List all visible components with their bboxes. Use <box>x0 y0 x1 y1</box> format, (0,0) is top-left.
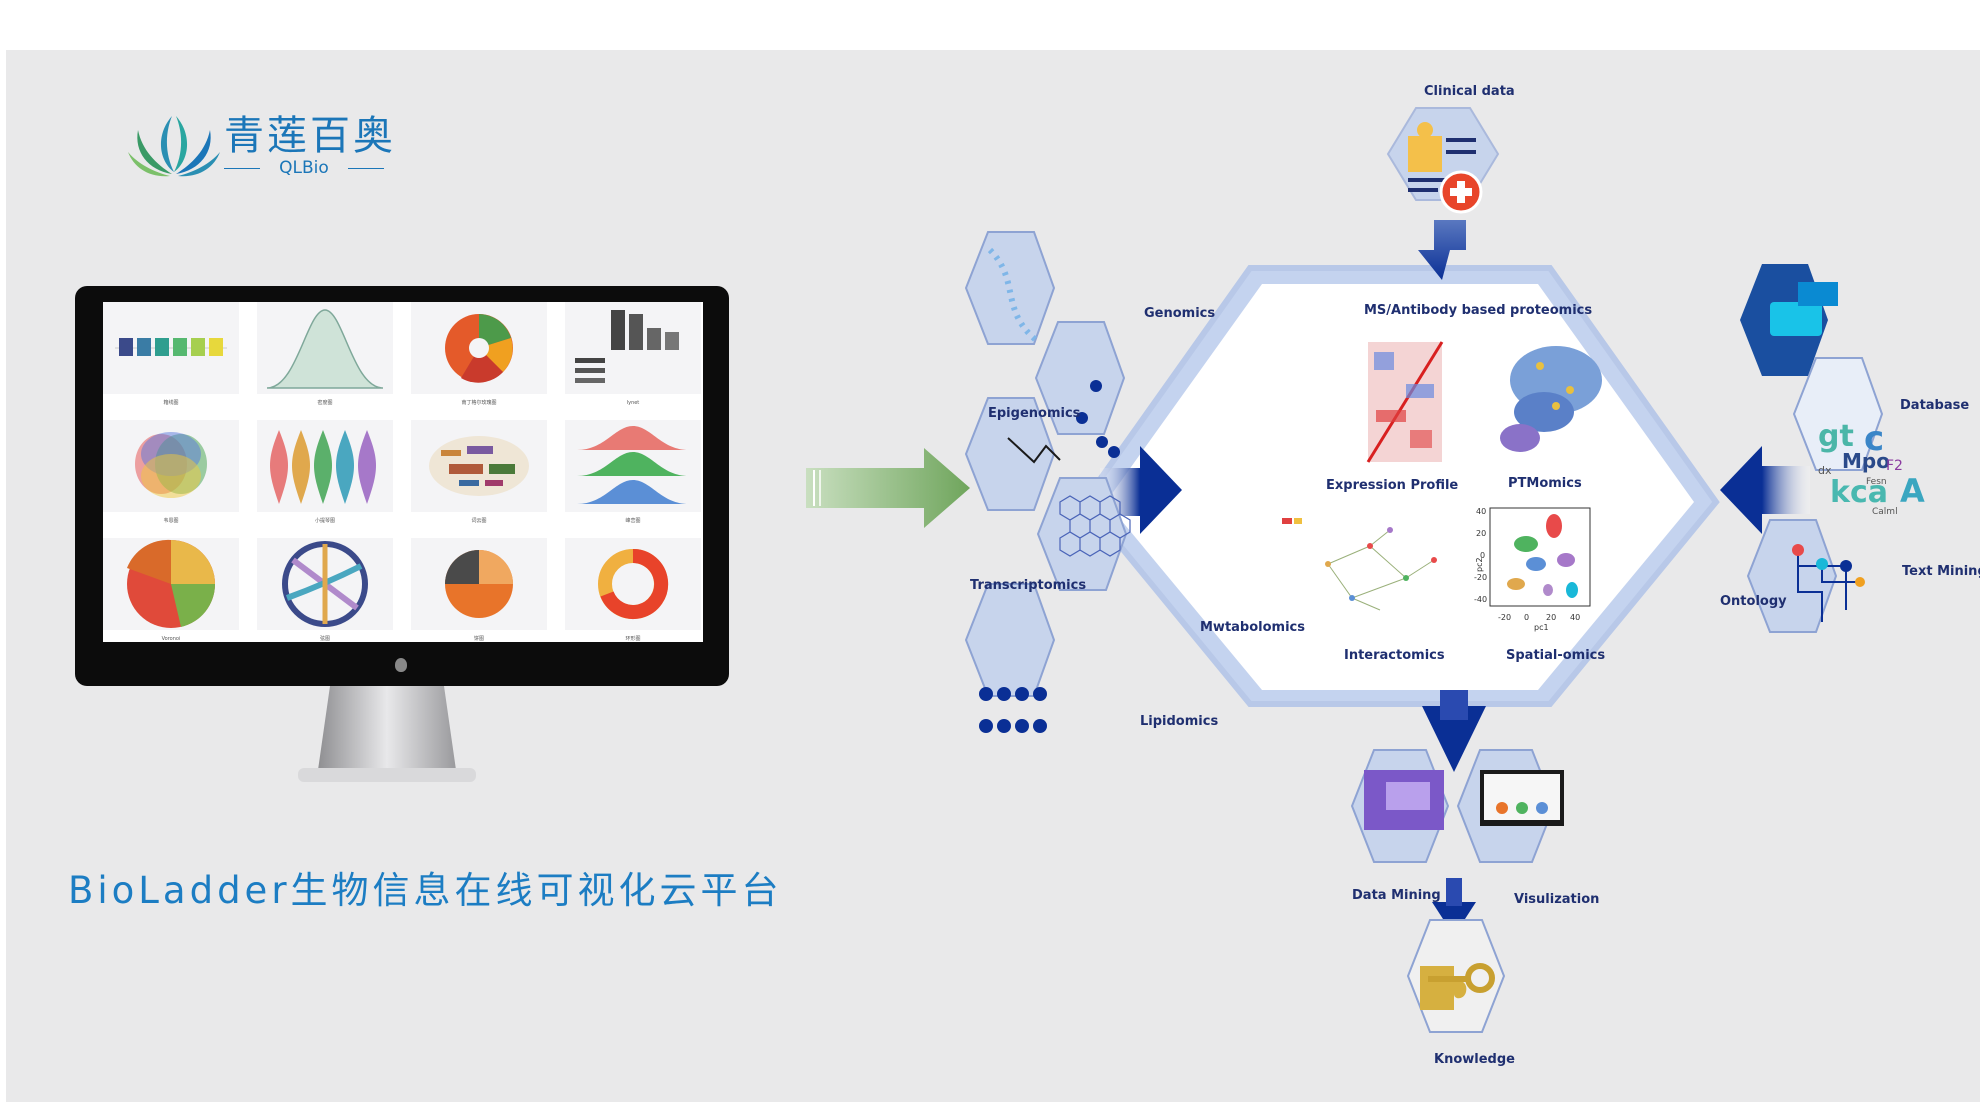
protein-structure-icon <box>1500 346 1602 452</box>
spatial-scatter-plot: -20 0 20 40 pc1 40 20 0 -20 -40 pc2 <box>1474 507 1591 632</box>
brand-name-cn: 青莲百奥 <box>224 113 396 159</box>
bar-chart-thumbnail <box>565 302 701 394</box>
server-icon <box>1770 302 1822 336</box>
page-headline: BioLadder生物信息在线可视化云平台 <box>68 869 783 912</box>
scatter-x-tick: 20 <box>1546 613 1556 622</box>
apple-icon <box>395 658 407 672</box>
thumbnail-caption: 南丁格尔玫瑰图 <box>461 400 497 406</box>
ridgeline-thumbnail <box>565 420 701 512</box>
word-cloud-word: gt <box>1818 419 1854 454</box>
scatter-x-label: pc1 <box>1534 623 1549 632</box>
density-thumbnail <box>257 302 393 394</box>
word-cloud-word: A <box>1900 472 1925 510</box>
pie-thumbnail <box>411 538 547 630</box>
clinical-data-label: Clinical data <box>1424 84 1515 99</box>
scatter-y-label: pc2 <box>1475 557 1484 572</box>
text-mining-label: Text Mining <box>1902 564 1980 579</box>
thumbnail-caption: Voronoi <box>161 636 181 642</box>
genomics-hexagon <box>964 231 1056 345</box>
thumbnail-caption: 韦恩图 <box>163 518 179 524</box>
interaction-network <box>1282 518 1437 611</box>
epigenomics-hexagon <box>1034 321 1126 435</box>
lipidomics-label: Lipidomics <box>1140 714 1219 729</box>
scatter-x-tick: 0 <box>1524 613 1529 622</box>
mwtabolomics-label: Mwtabolomics <box>1200 620 1306 635</box>
genomics-label: Genomics <box>1144 306 1216 321</box>
expression-profile-label: Expression Profile <box>1326 478 1459 493</box>
ontology-hexagon <box>1746 519 1838 633</box>
expression-heatmap <box>1366 341 1444 463</box>
interactomics-label: Interactomics <box>1344 648 1445 663</box>
word-cloud-word: Mpo <box>1842 449 1890 473</box>
chord-thumbnail <box>257 538 393 630</box>
word-cloud-thumbnail <box>411 420 547 512</box>
word-cloud-word: dx <box>1818 464 1832 477</box>
voronoi-thumbnail <box>103 538 239 630</box>
scatter-y-tick: 0 <box>1480 551 1485 560</box>
green-arrow-icon <box>806 448 970 528</box>
scatter-y-tick: -20 <box>1474 573 1487 582</box>
violin-thumbnail <box>257 420 393 512</box>
scatter-x-tick: 40 <box>1570 613 1580 622</box>
scatter-y-tick: 40 <box>1476 507 1486 516</box>
visualization-label: Visulization <box>1514 892 1600 907</box>
thumbnail-caption: 饼图 <box>473 636 484 642</box>
thumbnail-caption: 小提琴图 <box>314 518 335 524</box>
venn-thumbnail <box>103 420 239 512</box>
patient-card-icon <box>1408 136 1442 172</box>
thumbnail-caption: 弦图 <box>319 636 330 642</box>
center-title: MS/Antibody based proteomics <box>1364 303 1593 318</box>
thumbnail-caption: 密度图 <box>317 400 333 406</box>
top-arrow-icon <box>1418 220 1466 280</box>
thumbnail-caption: lynet <box>626 400 640 406</box>
scatter-x-tick: -20 <box>1498 613 1511 622</box>
thumbnail-caption: 环形图 <box>625 636 641 642</box>
knowledge-label: Knowledge <box>1434 1052 1515 1067</box>
brand-logo: 青莲百奥 QLBio <box>128 112 393 182</box>
word-cloud-word: F2 <box>1886 458 1903 474</box>
thumbnail-caption: 峰峦图 <box>625 518 641 524</box>
spatial-omics-label: Spatial-omics <box>1506 648 1606 663</box>
lotus-icon <box>128 116 220 177</box>
transcriptomics-label: Transcriptomics <box>970 578 1087 593</box>
word-cloud-word: Calml <box>1872 507 1898 517</box>
monitor-stand <box>298 686 476 782</box>
right-arrow-icon <box>1720 446 1762 534</box>
word-cloud-word: Fesn <box>1866 477 1887 487</box>
word-cloud-word: kca <box>1830 475 1888 510</box>
scatter-y-tick: -40 <box>1474 595 1487 604</box>
lipidomics-hexagon <box>964 583 1056 697</box>
bottom-arrow-icon <box>1422 706 1486 772</box>
monitor: 箱线图 密度图 南丁格尔玫瑰图 lynet <box>75 286 729 686</box>
rose-chart-thumbnail <box>411 302 547 394</box>
thumbnail-caption: 箱线图 <box>163 400 179 406</box>
ontology-label: Ontology <box>1720 594 1787 609</box>
scatter-y-tick: 20 <box>1476 529 1486 538</box>
epigenomics-label: Epigenomics <box>988 406 1081 421</box>
word-cloud-word: c <box>1864 419 1884 459</box>
dashboard-screen: 箱线图 密度图 南丁格尔玫瑰图 lynet <box>103 302 703 642</box>
boxplot-thumbnail <box>103 302 239 394</box>
text-mining-hexagon <box>1792 357 1884 471</box>
proteomics-diagram: gt c Mpo F2 kca A Fesn Calml dx <box>964 107 1925 1033</box>
data-mining-label: Data Mining <box>1352 888 1441 903</box>
transcriptomics-hexagon <box>964 397 1056 511</box>
ptmomics-label: PTMomics <box>1508 476 1582 491</box>
database-label: Database <box>1900 398 1970 413</box>
brand-name-en: QLBio <box>224 158 384 178</box>
donut-thumbnail <box>565 538 701 630</box>
thumbnail-caption: 词云图 <box>471 518 487 524</box>
